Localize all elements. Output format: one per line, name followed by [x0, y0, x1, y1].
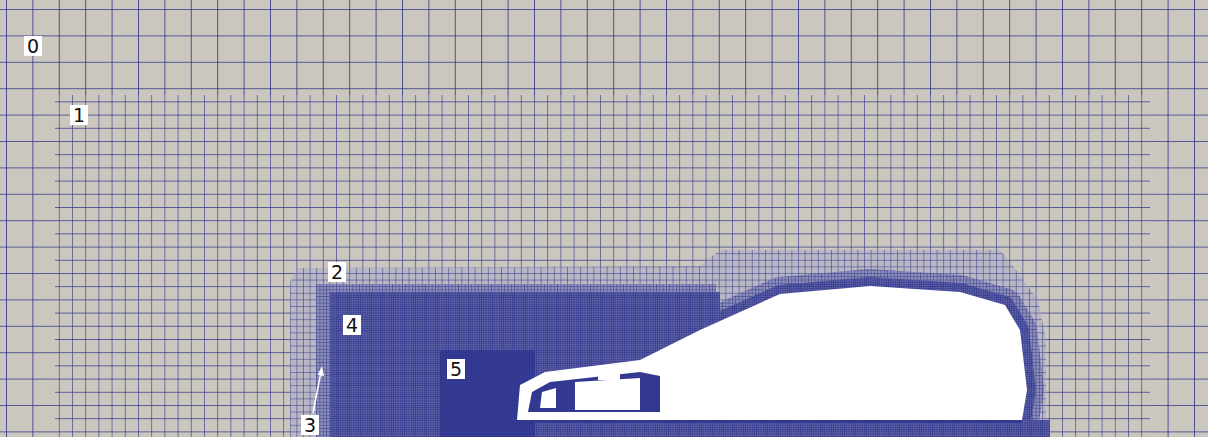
callout-number: 0 [24, 36, 42, 56]
callout-number: 4 [343, 315, 361, 335]
callout-number: 3 [301, 415, 319, 435]
level-1-mesh [55, 95, 1150, 437]
level-4-mesh [330, 420, 1050, 437]
level-4-mesh [517, 286, 1027, 420]
callout-number: 2 [328, 262, 346, 282]
underbody-mesh [520, 420, 1022, 423]
engine-cover [598, 372, 620, 380]
engine-bay-mesh [528, 372, 660, 412]
callout-number: 1 [70, 105, 88, 125]
radiator [540, 388, 556, 408]
level-2-mesh [290, 250, 1046, 437]
car-body [517, 286, 1027, 420]
engine-block [575, 378, 640, 410]
leader-line [313, 372, 321, 413]
callout-number: 5 [447, 359, 465, 379]
arrowhead [318, 366, 325, 376]
